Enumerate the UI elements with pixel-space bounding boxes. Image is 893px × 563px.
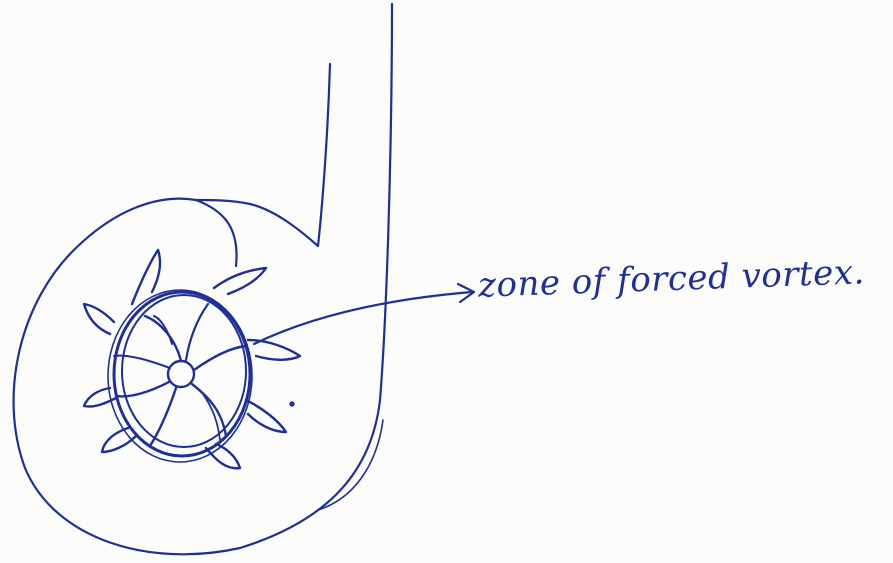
callout-arrow bbox=[254, 292, 472, 344]
blade bbox=[102, 428, 136, 452]
discharge-inner-wall bbox=[196, 64, 330, 246]
blade bbox=[84, 304, 114, 334]
blade bbox=[132, 250, 160, 304]
blade bbox=[246, 400, 286, 432]
tongue-curve bbox=[196, 200, 237, 266]
blade bbox=[214, 268, 266, 294]
volute-casing bbox=[14, 4, 392, 554]
ink-dot bbox=[290, 402, 293, 405]
impeller-eye bbox=[168, 361, 194, 387]
impeller bbox=[84, 250, 300, 468]
